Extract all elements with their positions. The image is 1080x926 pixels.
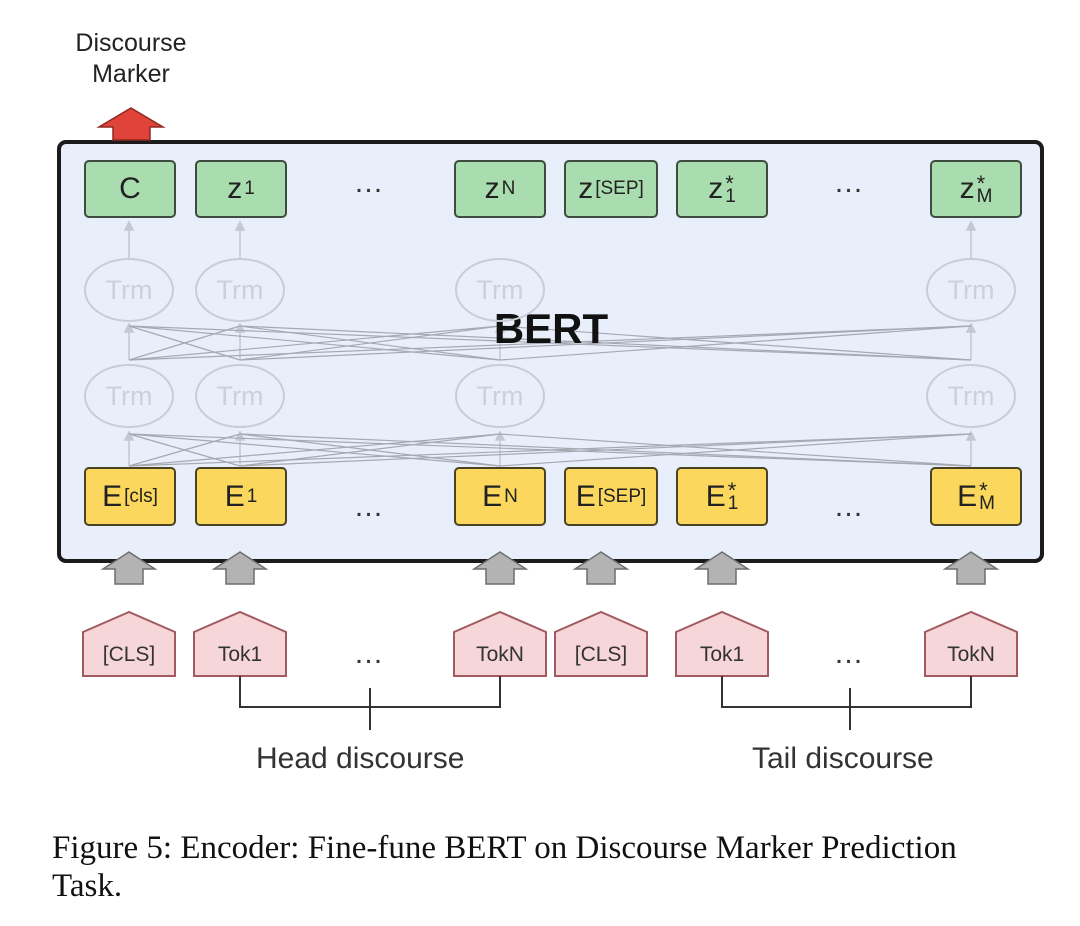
tail-discourse-label: Tail discourse: [752, 742, 934, 775]
output-node-zn-sub: N: [501, 178, 516, 199]
token-cls-tail: [CLS]: [574, 643, 628, 666]
transformer-layer1-node: Trm: [926, 364, 1016, 428]
embedding-node-en-sub: N: [504, 485, 518, 507]
tail-discourse-bracket: [721, 676, 972, 708]
figure-caption: Figure 5: Encoder: Fine-fune BERT on Dis…: [52, 830, 957, 904]
transformer-layer2-node: Trm: [195, 258, 285, 322]
output-node-c: C: [84, 160, 176, 218]
embedding-node-sep-base: E: [575, 479, 596, 513]
embedding-node-e1-star-sup: *: [727, 478, 737, 503]
transformer-layer2-node: Trm: [455, 258, 545, 322]
attention-cross-links: [128, 325, 972, 467]
output-ellipsis: …: [353, 166, 387, 199]
input-arrow-icon: [572, 551, 630, 585]
discourse-marker-label-line1: Discourse: [75, 29, 187, 57]
transformer-layer1-node: Trm: [84, 364, 174, 428]
embedding-node-sep: E[SEP]: [564, 467, 658, 526]
input-arrow-icon: [693, 551, 751, 585]
discourse-marker-label-line2: Marker: [92, 60, 170, 88]
embedding-node-cls-sub: [cls]: [124, 485, 158, 507]
discourse-brackets: [239, 676, 972, 730]
token-ellipsis-tail: …: [833, 637, 867, 670]
transformer-layer2-node: Trm: [84, 258, 174, 322]
input-arrow-icon: [211, 551, 269, 585]
transformer-layer1-node: Trm: [195, 364, 285, 428]
transformer-layer2-node: Trm: [926, 258, 1016, 322]
output-arrow-icon: [96, 107, 166, 141]
input-arrows: [100, 551, 1000, 585]
input-arrow-icon: [471, 551, 529, 585]
output-node-z1-star-base: z: [708, 172, 724, 205]
output-node-zm-star: z*M: [930, 160, 1022, 218]
token-ellipsis-head: …: [353, 637, 387, 670]
output-node-z1-star: z*1: [676, 160, 768, 218]
output-node-z1-star-sup: *: [725, 170, 734, 196]
embedding-ellipsis-tail: …: [833, 490, 867, 523]
embedding-node-e1-star: E*1: [676, 467, 768, 526]
embedding-node-en-base: E: [482, 479, 503, 513]
embedding-node-e1-star-sub: 1: [727, 493, 739, 514]
output-node-z1-sub: 1: [244, 178, 255, 199]
transformer-layer1-node: Trm: [455, 364, 545, 428]
token-tokn-head: TokN: [476, 643, 524, 666]
token-tokn-tail: TokN: [947, 643, 995, 666]
embedding-node-e1-base: E: [224, 479, 245, 513]
embedding-node-em-star-base: E: [957, 479, 978, 513]
output-node-zm-star-base: z: [959, 172, 975, 205]
output-node-zn-base: z: [484, 172, 500, 205]
output-node-zm-star-sup: *: [976, 170, 986, 196]
output-node-zsep-base: z: [578, 172, 594, 205]
output-node-zsep-sub: [SEP]: [595, 178, 644, 199]
token-cls-head: [CLS]: [102, 643, 156, 666]
input-arrow-icon: [100, 551, 158, 585]
embedding-node-e1-sub: 1: [246, 485, 258, 507]
output-node-zsep: z[SEP]: [564, 160, 658, 218]
embedding-node-e1-star-base: E: [705, 479, 726, 513]
output-node-zm-star-sub: M: [976, 185, 993, 207]
embedding-node-sep-sub: [SEP]: [597, 485, 647, 507]
output-node-z1-star-sub: 1: [725, 185, 736, 207]
head-discourse-label: Head discourse: [256, 742, 465, 775]
token-shapes: [82, 610, 1018, 677]
discourse-marker-label: Discourse Marker: [56, 28, 206, 90]
output-ellipsis-tail: …: [833, 166, 867, 199]
output-node-z1-base: z: [227, 172, 243, 205]
input-arrow-icon: [942, 551, 1000, 585]
embedding-node-cls: E[cls]: [84, 467, 176, 526]
embedding-node-em-star-sub: M: [979, 493, 995, 514]
token-tok1-tail: Tok1: [699, 643, 745, 666]
output-node-c-label: C: [119, 172, 141, 205]
embedding-node-em-star-sup: *: [979, 478, 988, 503]
embedding-node-cls-base: E: [102, 479, 123, 513]
token-tok1-head: Tok1: [217, 643, 263, 666]
embedding-ellipsis: …: [353, 490, 387, 523]
embedding-node-em-star: E*M: [930, 467, 1022, 526]
